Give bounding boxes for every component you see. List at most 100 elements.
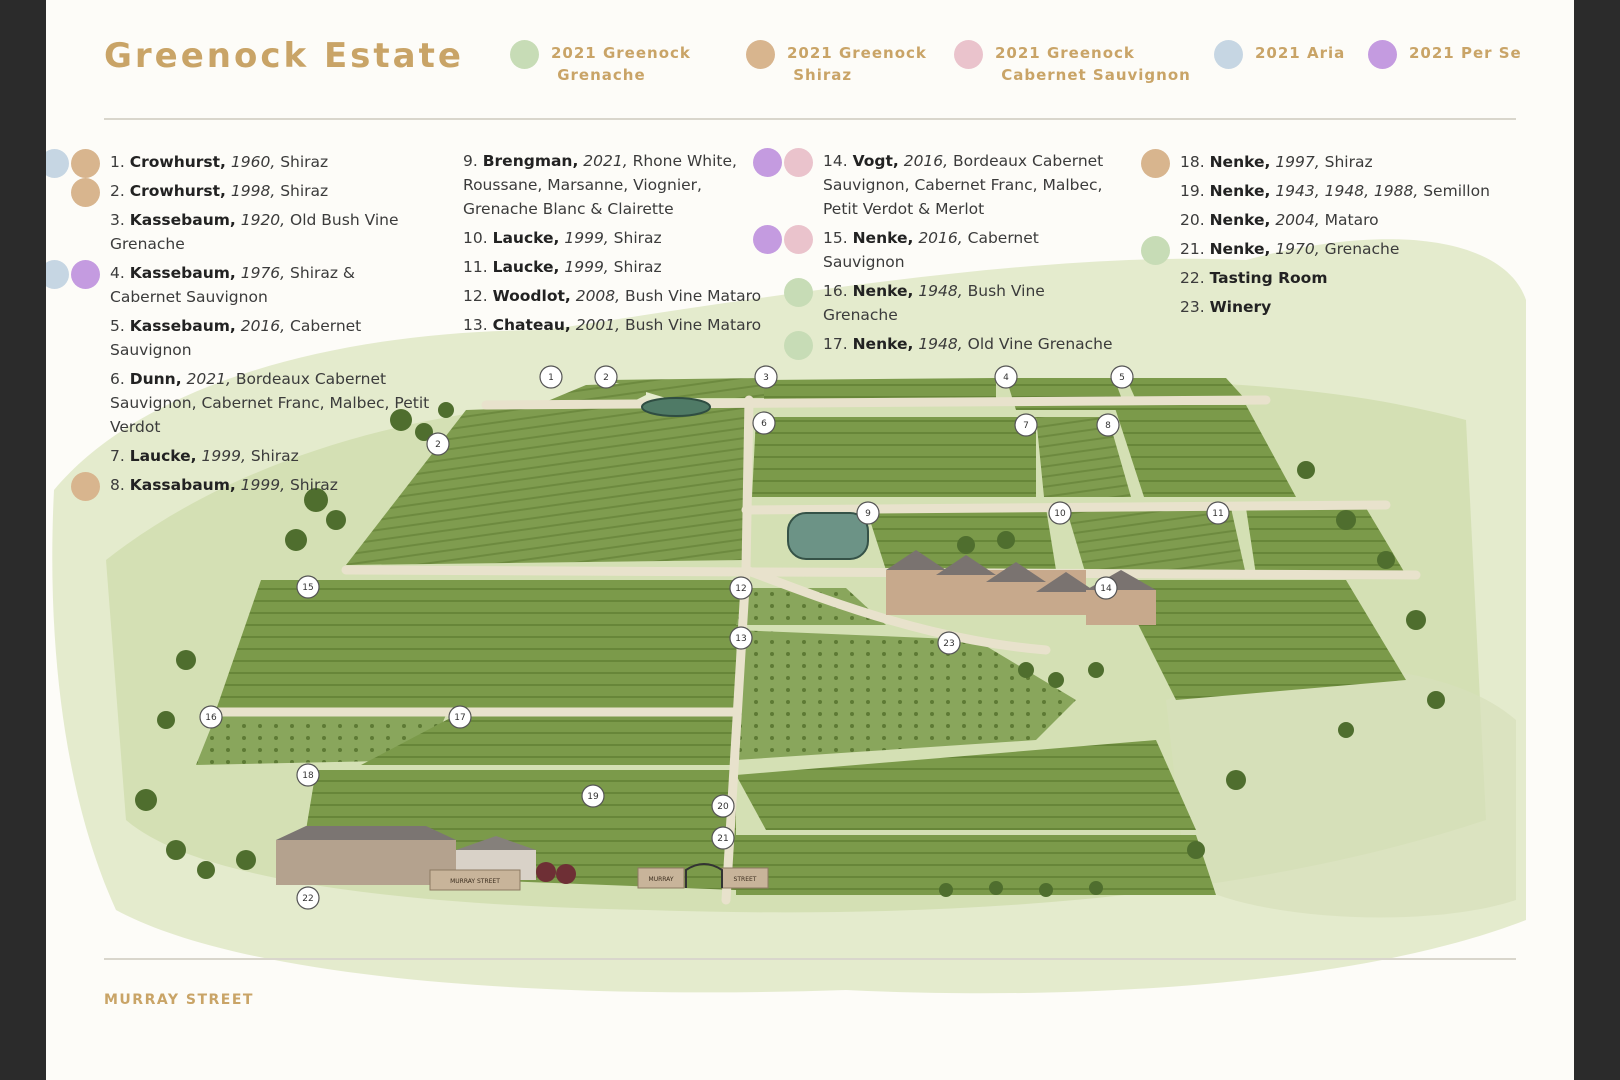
block-name: Kassebaum, xyxy=(129,317,236,335)
block-wine-dots xyxy=(46,149,100,178)
map-marker-3[interactable]: 3 xyxy=(754,365,778,389)
map-marker-11[interactable]: 11 xyxy=(1206,501,1230,525)
block-wine-dots xyxy=(71,472,100,501)
block-name: Nenke, xyxy=(1209,211,1271,229)
block-name: Nenke, xyxy=(1209,240,1271,258)
wine-dot xyxy=(784,148,813,177)
map-marker-circle xyxy=(296,763,320,787)
block-name: Crowhurst, xyxy=(129,153,226,171)
map-marker-14[interactable]: 14 xyxy=(1094,576,1118,600)
header-divider xyxy=(104,118,1516,120)
legend-label: 2021 Per Se xyxy=(1409,44,1522,62)
legend-label: 2021 Greenock Cabernet Sauvignon xyxy=(995,44,1191,84)
map-marker-label: 18 xyxy=(302,771,314,781)
block-variety: Bordeaux Cabernet Sauvignon, Cabernet Fr… xyxy=(110,370,430,436)
map-marker-circle xyxy=(426,432,450,456)
legend-label: 2021 Greenock Shiraz xyxy=(787,44,927,84)
block-name: Kassebaum, xyxy=(129,264,236,282)
block-variety: Old Vine Grenache xyxy=(967,335,1113,353)
block-year: 1999, xyxy=(559,229,614,247)
wine-dot xyxy=(71,178,100,207)
map-marker-label: 8 xyxy=(1105,421,1111,431)
block-year: 2008, xyxy=(570,287,626,305)
map-marker-2[interactable]: 2 xyxy=(594,365,618,389)
map-marker-circle xyxy=(752,411,776,435)
block-name: Brengman, xyxy=(482,152,579,170)
block-entry: 13. Chateau, 2001, Bush Vine Mataro xyxy=(463,313,763,337)
map-marker-10[interactable]: 10 xyxy=(1048,501,1072,525)
block-year: 1976, xyxy=(235,264,291,282)
map-marker-18[interactable]: 18 xyxy=(296,763,320,787)
block-name: Winery xyxy=(1209,298,1272,316)
block-entry: 22. Tasting Room xyxy=(1180,266,1500,290)
map-marker-label: 22 xyxy=(302,894,313,904)
vineyard-blocks xyxy=(196,378,1406,895)
block-name: Laucke, xyxy=(492,258,560,276)
block-wine-dots xyxy=(1141,236,1170,265)
block-variety: Mataro xyxy=(1324,211,1379,229)
map-marker-19[interactable]: 19 xyxy=(581,784,605,808)
map-marker-6[interactable]: 6 xyxy=(752,411,776,435)
map-marker-15[interactable]: 15 xyxy=(296,575,320,599)
map-marker-circle xyxy=(711,826,735,850)
map-marker-circle xyxy=(711,794,735,818)
block-name: Nenke, xyxy=(852,282,914,300)
wine-dot xyxy=(753,148,782,177)
map-marker-circle xyxy=(448,705,472,729)
estate-map-illustration: MURRAY STREET MURRAY STREET 122345678910… xyxy=(52,239,1526,994)
map-marker-label: 5 xyxy=(1119,373,1125,383)
map-marker-13[interactable]: 13 xyxy=(729,626,753,650)
block-year: 2016, xyxy=(898,152,954,170)
block-name: Tasting Room xyxy=(1209,269,1328,287)
legend-wine-4: 2021 Per Se xyxy=(1368,40,1522,69)
block-entry: 18. Nenke, 1997, Shiraz xyxy=(1141,149,1500,178)
block-entry: 12. Woodlot, 2008, Bush Vine Mataro xyxy=(463,284,763,308)
block-entry: 17. Nenke, 1948, Old Vine Grenache xyxy=(784,331,1123,360)
wine-dot xyxy=(1141,149,1170,178)
map-marker-label: 16 xyxy=(205,713,217,723)
map-marker-5[interactable]: 5 xyxy=(1110,365,1134,389)
block-name: Vogt, xyxy=(852,152,899,170)
wine-dot xyxy=(784,278,813,307)
map-marker-9[interactable]: 9 xyxy=(856,501,880,525)
gate-sign-right: STREET xyxy=(734,876,757,883)
map-marker-12[interactable]: 12 xyxy=(729,576,753,600)
block-variety: Bush Vine Grenache xyxy=(823,282,1045,324)
block-variety: Bush Vine Mataro xyxy=(625,316,762,334)
block-year: 1998, xyxy=(225,182,281,200)
block-number: 13. xyxy=(463,316,493,334)
map-marker-2[interactable]: 2 xyxy=(426,432,450,456)
map-marker-circle xyxy=(994,365,1018,389)
map-marker-8[interactable]: 8 xyxy=(1096,413,1120,437)
block-entry: 7. Laucke, 1999, Shiraz xyxy=(110,444,430,468)
block-name: Chateau, xyxy=(492,316,571,334)
block-name: Nenke, xyxy=(852,229,914,247)
block-name: Kassabaum, xyxy=(129,476,236,494)
map-marker-21[interactable]: 21 xyxy=(711,826,735,850)
map-marker-circle xyxy=(1110,365,1134,389)
map-marker-label: 19 xyxy=(587,792,599,802)
map-marker-label: 9 xyxy=(865,509,871,519)
legend-label: 2021 Aria xyxy=(1255,44,1346,62)
map-marker-20[interactable]: 20 xyxy=(711,794,735,818)
map-marker-label: 3 xyxy=(763,373,769,383)
map-marker-22[interactable]: 22 xyxy=(296,886,320,910)
block-wine-dots xyxy=(71,178,100,207)
map-marker-label: 7 xyxy=(1023,421,1029,431)
map-marker-1[interactable]: 1 xyxy=(539,365,563,389)
map-marker-7[interactable]: 7 xyxy=(1014,413,1038,437)
map-marker-label: 12 xyxy=(735,584,746,594)
sign-text: MURRAY STREET xyxy=(450,878,500,885)
wine-dot xyxy=(784,225,813,254)
map-marker-16[interactable]: 16 xyxy=(199,705,223,729)
map-marker-4[interactable]: 4 xyxy=(994,365,1018,389)
map-marker-17[interactable]: 17 xyxy=(448,705,472,729)
map-marker-label: 23 xyxy=(943,639,954,649)
block-variety: Shiraz xyxy=(1324,153,1373,171)
block-entry: 4. Kassebaum, 1976, Shiraz & Cabernet Sa… xyxy=(46,260,430,309)
block-number: 8. xyxy=(110,476,130,494)
block-name: Crowhurst, xyxy=(129,182,226,200)
map-marker-23[interactable]: 23 xyxy=(937,631,961,655)
